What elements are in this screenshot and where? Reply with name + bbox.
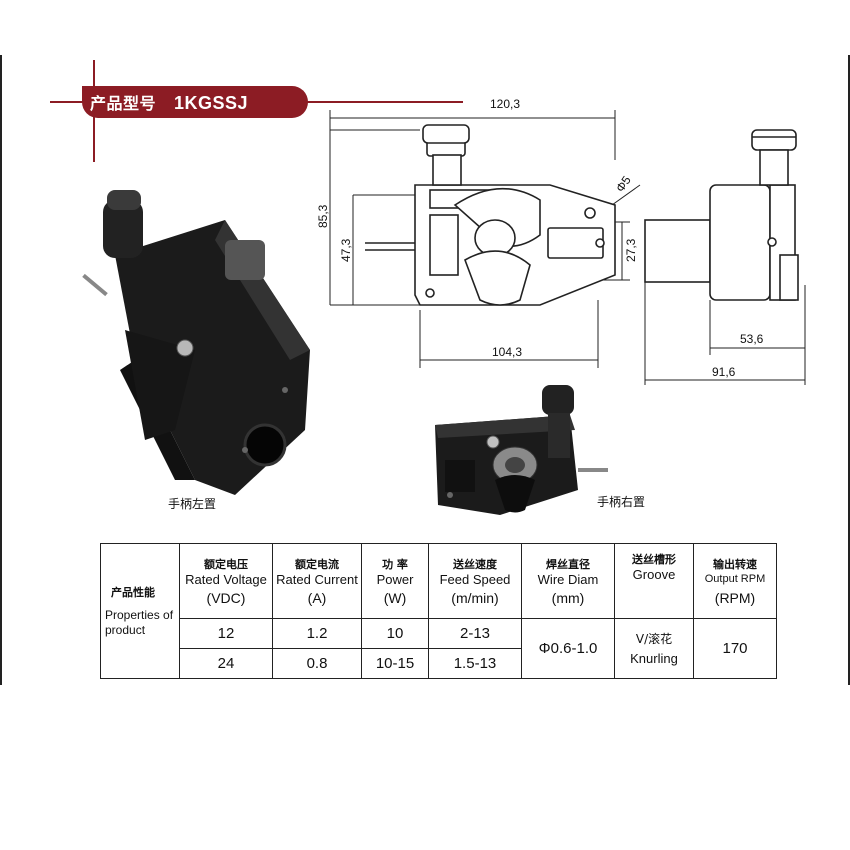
dim-120-3: 120,3 bbox=[490, 97, 520, 111]
col-header-power: 功 率 Power (W) bbox=[361, 543, 429, 619]
col-en: Rated Voltage bbox=[185, 571, 267, 587]
caption-left-handle: 手柄左置 bbox=[168, 497, 217, 511]
cell-feed-speed: 1.5-13 bbox=[428, 648, 522, 679]
cell-current: 1.2 bbox=[272, 618, 362, 649]
col-unit: (mm) bbox=[551, 589, 585, 606]
col-en: Groove bbox=[632, 567, 676, 582]
cell-voltage: 12 bbox=[179, 618, 273, 649]
dim-27-3: 27,3 bbox=[624, 238, 638, 262]
col-en: Power bbox=[376, 571, 414, 587]
product-photo-right-handle bbox=[435, 385, 608, 515]
col-header-voltage: 额定电压 Rated Voltage (VDC) bbox=[179, 543, 273, 619]
cell-wire-diam: Φ0.6-1.0 bbox=[521, 618, 615, 679]
col-unit: (A) bbox=[307, 589, 327, 606]
col-zh: 送丝速度 bbox=[453, 557, 497, 571]
dimension-drawing: 120,3 85,3 47,3 27,3 Φ5 104,3 53,6 91,6 bbox=[316, 97, 806, 385]
cell-feed-speed: 2-13 bbox=[428, 618, 522, 649]
col-header-feed-speed: 送丝速度 Feed Speed (m/min) bbox=[428, 543, 522, 619]
col-unit: (VDC) bbox=[206, 589, 246, 606]
col-header-rpm: 输出转速 Output RPM (RPM) bbox=[693, 543, 777, 619]
table-row: 12 1.2 10 2-13 Φ0.6-1.0 V/滚花 Knurling 17… bbox=[101, 618, 777, 679]
model-label: 产品型号 bbox=[90, 94, 157, 113]
caption-right-handle: 手柄右置 bbox=[597, 495, 646, 509]
col-zh: 额定电压 bbox=[204, 557, 248, 571]
col-zh: 送丝槽形 bbox=[632, 553, 676, 566]
col-zh: 焊丝直径 bbox=[546, 557, 590, 571]
col-en: Rated Current bbox=[276, 571, 358, 587]
frame-left-line bbox=[0, 55, 2, 685]
cell-power: 10-15 bbox=[361, 648, 429, 679]
model-banner-text: 产品型号 1KGSSJ bbox=[90, 90, 248, 114]
col-unit: (W) bbox=[383, 589, 407, 606]
dim-104-3: 104,3 bbox=[492, 345, 522, 359]
dim-47-3: 47,3 bbox=[339, 238, 353, 262]
col-en: Wire Diam bbox=[537, 571, 599, 587]
spec-table: 产品性能 Properties of product 额定电压 Rated Vo… bbox=[100, 543, 777, 679]
dim-53-6: 53,6 bbox=[740, 332, 764, 346]
cell-voltage: 24 bbox=[179, 648, 273, 679]
col-header-current: 额定电流 Rated Current (A) bbox=[272, 543, 362, 619]
cell-power: 10 bbox=[361, 618, 429, 649]
cell-groove: V/滚花 Knurling bbox=[614, 618, 694, 679]
col-en: Output RPM bbox=[704, 572, 766, 585]
dim-85-3: 85,3 bbox=[316, 204, 330, 228]
groove-line2: Knurling bbox=[630, 650, 678, 666]
cell-rpm: 170 bbox=[693, 618, 777, 679]
model-banner bbox=[82, 86, 308, 118]
col-unit: (RPM) bbox=[714, 589, 756, 606]
col-zh: 输出转速 bbox=[713, 557, 757, 571]
col-zh: 功 率 bbox=[382, 557, 408, 571]
col-unit: (m/min) bbox=[451, 589, 499, 606]
cell-current: 0.8 bbox=[272, 648, 362, 679]
col-zh: 额定电流 bbox=[295, 557, 339, 571]
col-header-groove: 送丝槽形 Groove bbox=[614, 543, 694, 619]
row-label-en: Properties of product bbox=[105, 607, 174, 637]
dim-91-6: 91,6 bbox=[712, 365, 736, 379]
table-row: 24 0.8 10-15 1.5-13 bbox=[101, 648, 777, 679]
col-header-wire-diam: 焊丝直径 Wire Diam (mm) bbox=[521, 543, 615, 619]
groove-line1: V/滚花 bbox=[635, 631, 673, 646]
product-photo-left-handle bbox=[82, 190, 310, 495]
row-label-cell: 产品性能 Properties of product bbox=[100, 543, 180, 679]
model-number: 1KGSSJ bbox=[174, 93, 249, 113]
row-label-zh: 产品性能 bbox=[111, 585, 155, 599]
frame-right-line bbox=[848, 55, 850, 685]
col-en: Feed Speed bbox=[439, 571, 511, 587]
